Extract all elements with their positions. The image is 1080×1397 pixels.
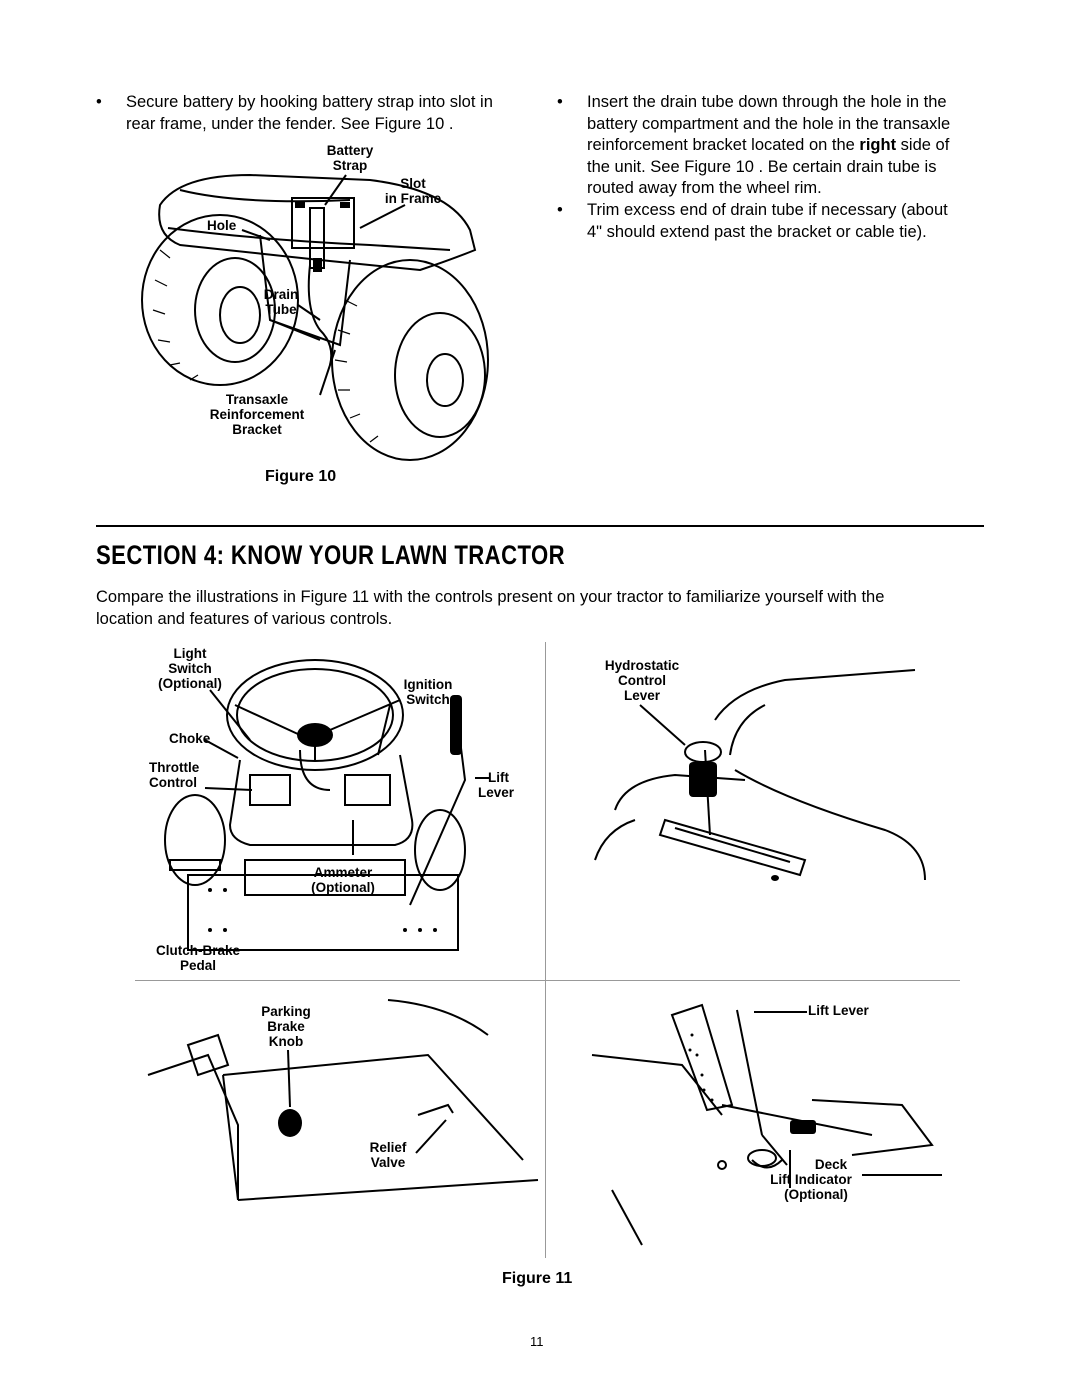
- label-deck-lift-indicator: Deck Lift Indicator (Optional): [756, 1157, 866, 1202]
- bullet-glyph: •: [96, 93, 102, 111]
- bullet-insert-drain-tube: • Insert the drain tube down through the…: [557, 92, 987, 202]
- label-line: Reinforcement: [209, 407, 305, 422]
- figure-10-illustration: [141, 173, 489, 461]
- bullet-text-segment: side of: [896, 136, 950, 154]
- bullet-text-line: Secure battery by hooking battery strap …: [126, 93, 493, 111]
- bullet-text-line: routed away from the wheel rim.: [587, 179, 822, 197]
- label-line: in Frame: [384, 191, 442, 206]
- label-line: Pedal: [179, 958, 217, 973]
- label-line: Control: [149, 775, 197, 790]
- label-line: Tube: [265, 302, 297, 317]
- label-line: (Optional): [158, 676, 222, 691]
- label-ammeter: Ammeter (Optional): [305, 865, 381, 895]
- label-line: (Optional): [784, 1187, 848, 1202]
- label-clutch-brake-pedal: Clutch-Brake Pedal: [148, 943, 248, 973]
- label-lift-lever: Lift Lever: [478, 770, 514, 800]
- figure-11-horizontal-divider: [135, 980, 960, 981]
- bullet-text-line: reinforcement bracket located on the rig…: [587, 135, 949, 157]
- label-hydrostatic-control-lever: Hydrostatic Control Lever: [594, 658, 690, 703]
- page-number: 11: [530, 1334, 544, 1349]
- bullet-text-line: battery compartment and the hole in the …: [587, 114, 951, 133]
- label-line: Lever: [623, 688, 661, 703]
- bullet-text-line: 4" should extend past the bracket or cab…: [587, 222, 927, 241]
- bold-word: right: [859, 136, 897, 154]
- figure-11-caption: Figure 11: [502, 1270, 573, 1287]
- parking-brake-illustration: [147, 999, 539, 1201]
- label-line: (Optional): [311, 880, 375, 895]
- label-line: Ignition: [403, 677, 453, 692]
- label-ignition-switch: Ignition Switch: [396, 677, 460, 707]
- bullet-secure-battery: • Secure battery by hooking battery stra…: [96, 92, 526, 136]
- bullet-text-line: rear frame, under the fender. See Figure…: [126, 114, 454, 133]
- label-line: Switch: [406, 692, 450, 707]
- label-line: Lever: [478, 785, 515, 800]
- dashboard-illustration: [164, 659, 490, 951]
- section-title: SECTION 4: KNOW YOUR LAWN TRACTOR: [96, 540, 566, 570]
- section-intro: Compare the illustrations in Figure 11 w…: [96, 587, 976, 630]
- label-lift-lever-deck: Lift Lever: [808, 1003, 869, 1018]
- intro-line: Compare the illustrations in Figure 11 w…: [96, 588, 885, 606]
- label-line: Hole: [207, 218, 237, 233]
- figure-11-vertical-divider: [545, 642, 546, 1258]
- label-line: Light: [173, 646, 207, 661]
- label-relief-valve: Relief Valve: [360, 1140, 416, 1170]
- bullet-text-line: Insert the drain tube down through the h…: [587, 93, 947, 111]
- label-drain-tube: Drain Tube: [258, 287, 304, 317]
- label-line: Clutch-Brake: [155, 943, 241, 958]
- label-line: Relief: [369, 1140, 407, 1155]
- label-line: Choke: [169, 731, 211, 746]
- bullet-glyph: •: [557, 201, 563, 219]
- label-line: Valve: [370, 1155, 406, 1170]
- label-line: Bracket: [232, 422, 282, 437]
- label-line: Lift Indicator: [770, 1172, 852, 1187]
- bullet-trim-drain-tube: • Trim excess end of drain tube if neces…: [557, 200, 987, 244]
- label-line: Brake: [267, 1019, 305, 1034]
- label-line: Throttle: [149, 760, 200, 775]
- label-line: Battery: [326, 143, 374, 158]
- deck-lift-illustration: [591, 1003, 942, 1246]
- label-throttle-control: Throttle Control: [149, 760, 199, 790]
- label-hole: Hole: [207, 218, 236, 233]
- label-line: Deck: [814, 1157, 848, 1172]
- label-line: Lift: [488, 770, 509, 785]
- hydrostatic-lever-illustration: [594, 669, 926, 881]
- label-line: Hydrostatic: [604, 658, 680, 673]
- figure-10-caption: Figure 10: [265, 468, 337, 485]
- bullet-text-line: the unit. See Figure 10 . Be certain dra…: [587, 157, 937, 176]
- label-line: Strap: [332, 158, 368, 173]
- label-slot-in-frame: Slot in Frame: [378, 176, 448, 206]
- label-choke: Choke: [169, 731, 210, 746]
- label-line: Drain: [263, 287, 299, 302]
- label-light-switch: Light Switch (Optional): [150, 646, 230, 691]
- label-battery-strap: Battery Strap: [320, 143, 380, 173]
- bullet-text-segment: reinforcement bracket located on the: [587, 136, 860, 154]
- label-transaxle-bracket: Transaxle Reinforcement Bracket: [200, 392, 314, 437]
- label-line: Knob: [268, 1034, 304, 1049]
- label-line: Slot: [400, 176, 426, 191]
- label-line: Ammeter: [313, 865, 373, 880]
- intro-line: location and features of various control…: [96, 609, 393, 628]
- label-parking-brake-knob: Parking Brake Knob: [254, 1004, 318, 1049]
- bullet-text-line: Trim excess end of drain tube if necessa…: [587, 201, 948, 219]
- bullet-glyph: •: [557, 93, 563, 111]
- label-line: Transaxle: [225, 392, 289, 407]
- label-line: Parking: [261, 1004, 311, 1019]
- label-line: Control: [618, 673, 666, 688]
- section-divider: [96, 525, 984, 527]
- label-line: Switch: [168, 661, 212, 676]
